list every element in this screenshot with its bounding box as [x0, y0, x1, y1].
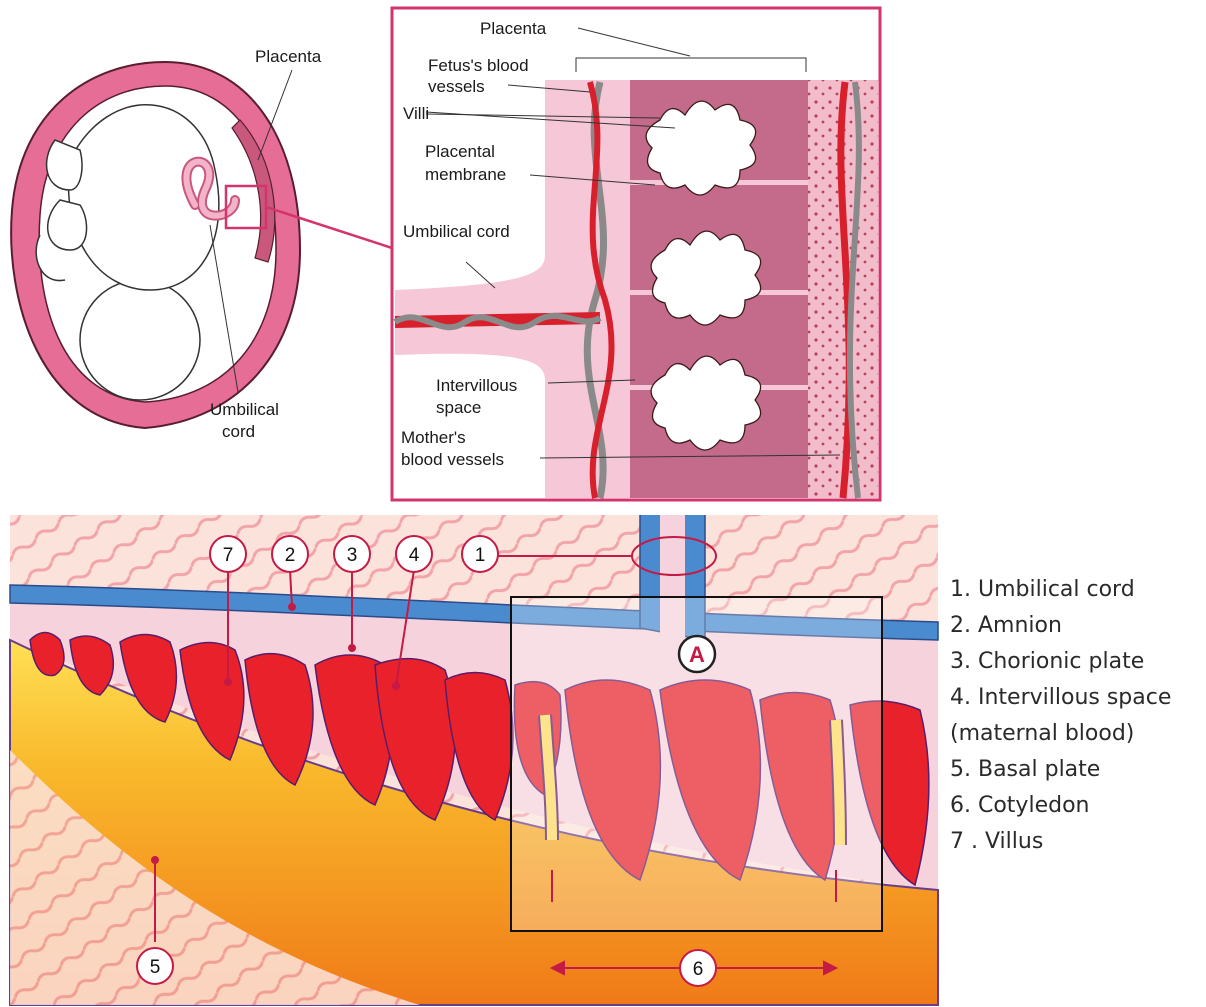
label-fetus-vessels-1: Fetus's blood	[428, 56, 529, 75]
legend-item-5: 5. Basal plate	[950, 752, 1171, 788]
villi-clusters	[646, 101, 761, 450]
uterus-illustration	[11, 62, 392, 428]
label-umbilical-cord-inset: Umbilical cord	[403, 222, 510, 241]
label-placenta-inset: Placenta	[480, 19, 547, 38]
placenta-cross-section	[10, 515, 938, 1005]
label-placenta-overview: Placenta	[255, 47, 322, 66]
label-umbilical-overview-2: cord	[222, 422, 255, 441]
callout-7: 7	[223, 545, 234, 566]
callout-a: A	[689, 642, 705, 667]
legend-item-6: 6. Cotyledon	[950, 788, 1171, 824]
label-mothers-vessels-2: blood vessels	[401, 450, 504, 469]
legend-item-7: 7 . Villus	[950, 824, 1171, 860]
label-mothers-vessels-1: Mother's	[401, 428, 466, 447]
legend-item-4-note: (maternal blood)	[950, 716, 1171, 752]
label-intervillous-1: Intervillous	[436, 376, 517, 395]
callout-6: 6	[693, 959, 704, 980]
legend-item-1: 1. Umbilical cord	[950, 572, 1171, 608]
label-placental-membrane-1: Placental	[425, 142, 495, 161]
callout-3: 3	[347, 545, 358, 566]
label-placental-membrane-2: membrane	[425, 165, 506, 184]
callout-1: 1	[475, 545, 486, 566]
callout-5: 5	[150, 957, 161, 978]
label-fetus-vessels-2: vessels	[428, 77, 485, 96]
label-umbilical-overview-1: Umbilical	[210, 400, 279, 419]
callout-2: 2	[285, 545, 296, 566]
label-villi: Villi	[403, 104, 429, 123]
label-intervillous-2: space	[436, 398, 481, 417]
callout-4: 4	[409, 545, 420, 566]
legend-item-4: 4. Intervillous space	[950, 680, 1171, 716]
legend-item-3: 3. Chorionic plate	[950, 644, 1171, 680]
legend-item-2: 2. Amnion	[950, 608, 1171, 644]
legend: 1. Umbilical cord 2. Amnion 3. Chorionic…	[950, 572, 1171, 860]
